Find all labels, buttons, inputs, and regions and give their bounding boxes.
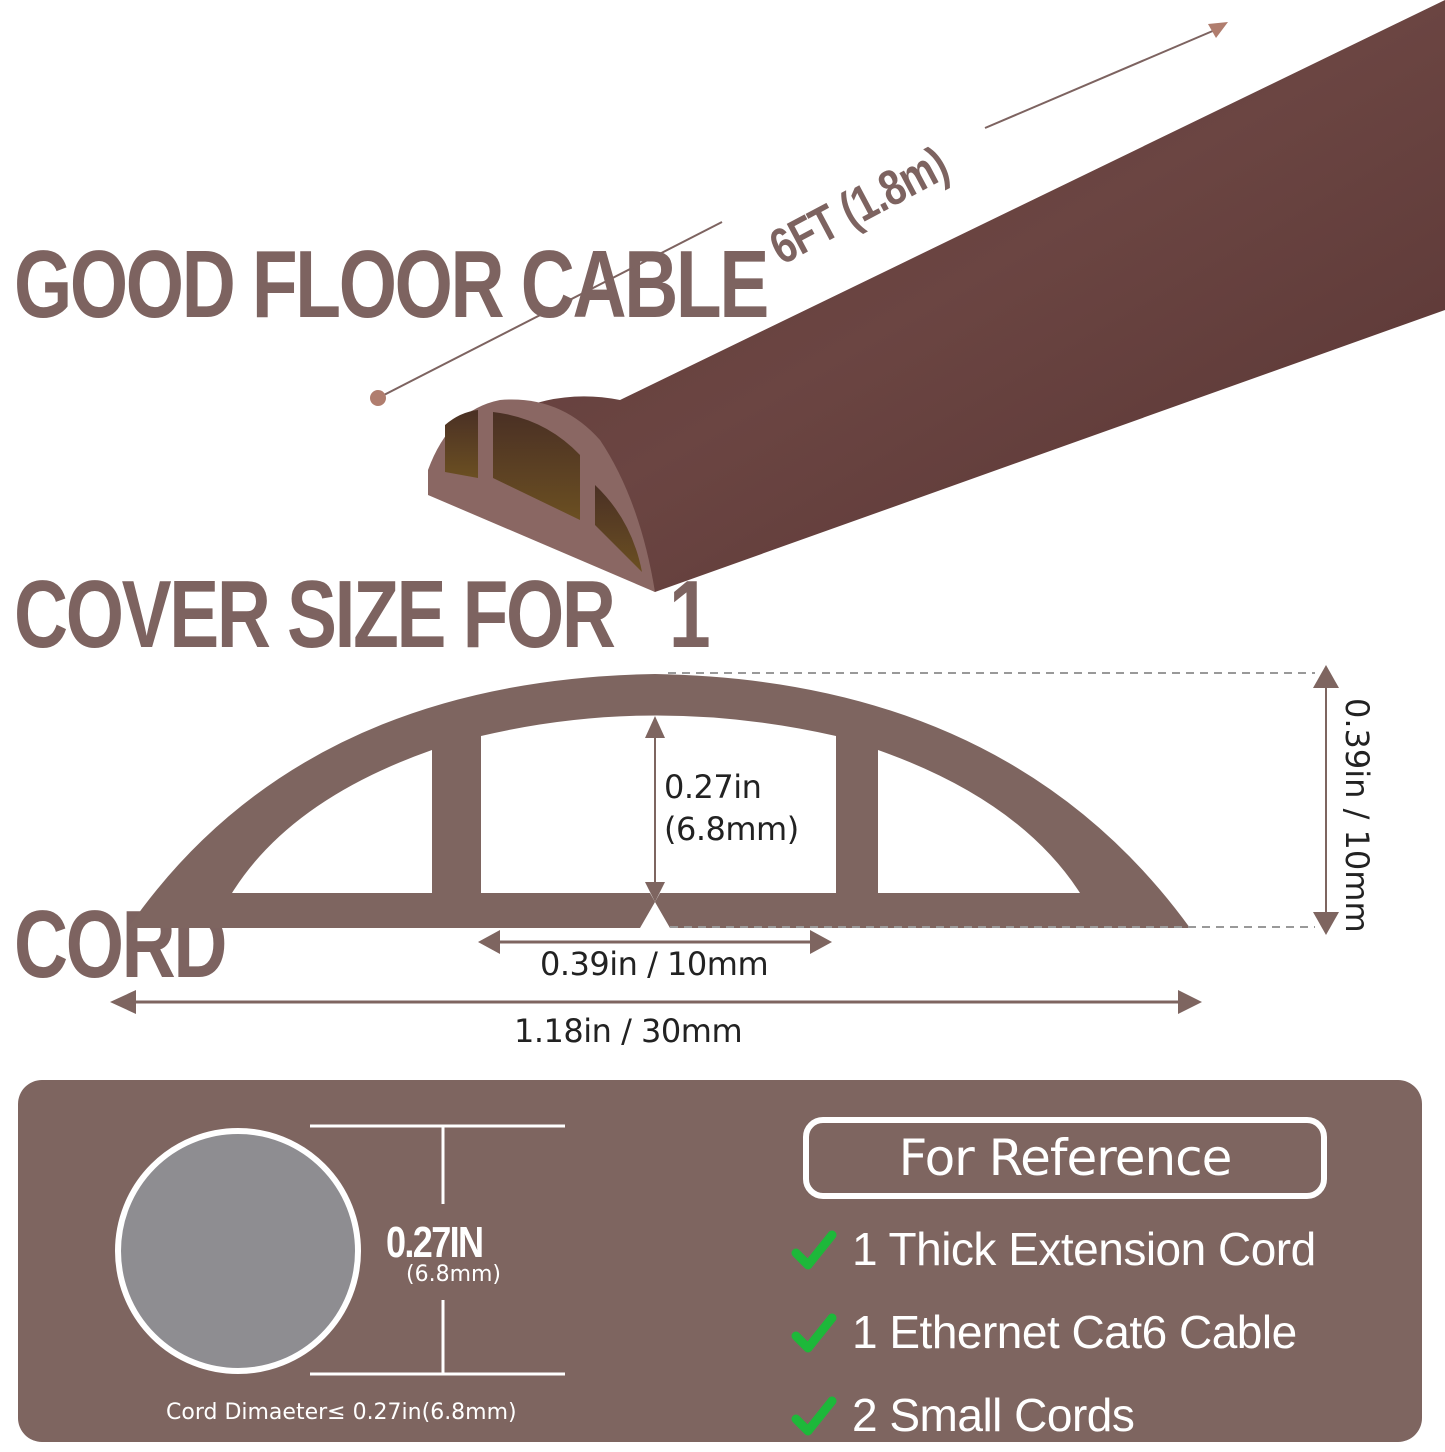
check-icon [791, 1396, 837, 1436]
cord-circle [115, 1128, 361, 1374]
total-height-label: 0.39in / 10mm [1338, 698, 1376, 933]
cable-cover-3d-illustration [370, 0, 1445, 592]
reference-item-label: 1 Thick Extension Cord [852, 1223, 1316, 1275]
check-icon [791, 1313, 837, 1353]
reference-item: 2 Small Cords [791, 1388, 1135, 1442]
cord-size-label: 0.27IN [386, 1218, 484, 1267]
headline-line-2: COVER SIZE FOR 1 [14, 561, 711, 668]
dimension-arrow-icon [1208, 22, 1228, 38]
headline: GOOD FLOOR CABLE COVER SIZE FOR 1 CORD [14, 10, 769, 1110]
arrow-up-icon [1313, 665, 1339, 688]
arrow-down-icon [1313, 912, 1339, 935]
cross-section-diagram [110, 665, 1339, 1014]
reference-title: For Reference [898, 1129, 1233, 1187]
reference-title-box: For Reference [803, 1117, 1327, 1199]
reference-item: 1 Thick Extension Cord [791, 1222, 1316, 1276]
reference-item-label: 1 Ethernet Cat6 Cable [852, 1306, 1297, 1358]
inner-height-mm-label: (6.8mm) [664, 810, 799, 848]
check-icon [791, 1230, 837, 1270]
cord-size-mm-label: (6.8mm) [406, 1262, 502, 1287]
inner-height-label: 0.27in [664, 768, 762, 806]
total-width-label: 1.18in / 30mm [514, 1012, 743, 1050]
cord-diameter-caption: Cord Dimaeter≤ 0.27in(6.8mm) [166, 1400, 517, 1425]
channel-width-label: 0.39in / 10mm [540, 945, 769, 983]
cord-diameter-dimension [310, 1124, 565, 1376]
dimension-start-dot [370, 390, 386, 406]
reference-item-label: 2 Small Cords [852, 1389, 1135, 1441]
reference-item: 1 Ethernet Cat6 Cable [791, 1305, 1297, 1359]
